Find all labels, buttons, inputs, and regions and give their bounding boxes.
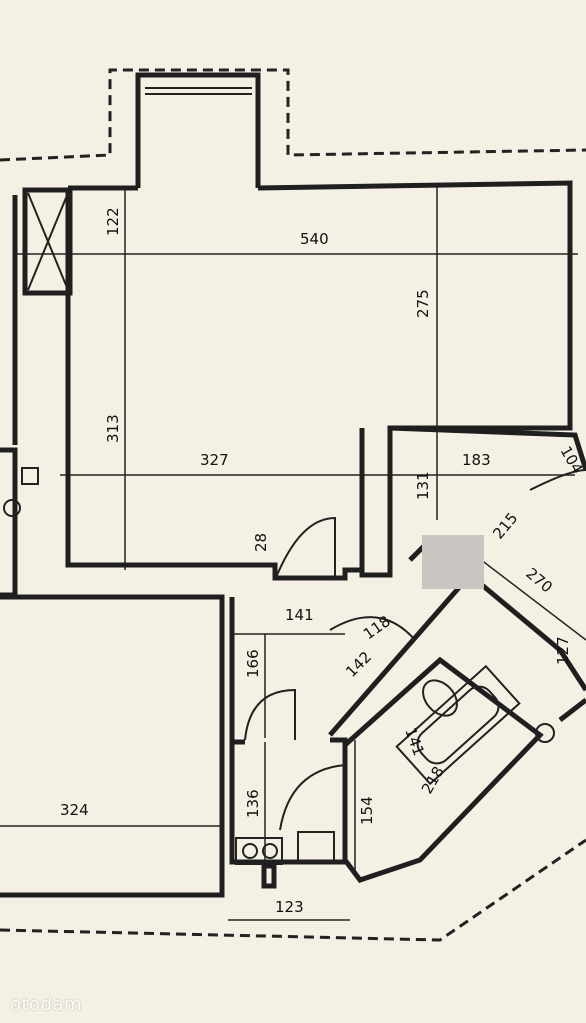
dim-label-275: 275 (414, 289, 432, 318)
sink-unit (235, 837, 283, 865)
dim-label-166: 166 (244, 649, 262, 678)
outer-boundary-bottom (0, 838, 586, 942)
door-arc-bath (279, 764, 346, 831)
toilet (422, 679, 458, 717)
shaft-cross-2 (27, 192, 69, 291)
dim-label-131: 131 (414, 471, 432, 500)
door-arc-lower (244, 688, 296, 741)
watermark-logo: otodam (10, 994, 83, 1015)
bathtub-inner (416, 685, 500, 765)
dim-label-327: 327 (200, 451, 229, 469)
dim-label-313: 313 (104, 414, 122, 443)
riser-circle-left (3, 499, 21, 517)
door-arc-hall (274, 516, 336, 581)
balcony (135, 72, 261, 188)
dim-label-28: 28 (252, 533, 270, 552)
bathtub (395, 664, 521, 786)
living-room-walls (65, 180, 573, 581)
hall-walls (229, 597, 348, 865)
riser-circle-right (535, 723, 555, 743)
dim-label-123: 123 (275, 898, 304, 916)
dim-label-324: 324 (60, 801, 89, 819)
right-room-walls (468, 573, 586, 722)
dim-label-136: 136 (244, 789, 262, 818)
dim-label-183: 183 (462, 451, 491, 469)
dim-label-127: 127 (554, 636, 572, 665)
dim-label-141-hall: 141 (285, 606, 314, 624)
pipe-box (261, 863, 277, 889)
sink-bowl-2 (262, 843, 278, 859)
dim-label-142: 142 (342, 648, 375, 681)
bottom-left-room-walls (0, 594, 225, 898)
shower-unit (297, 831, 335, 863)
riser-box-left (21, 467, 39, 485)
dim-label-540: 540 (300, 230, 329, 248)
sink-bowl-1 (242, 843, 258, 859)
door-arc-diagonal (329, 616, 416, 641)
door-arc-right (529, 469, 586, 491)
ventilation-shaft (22, 187, 73, 296)
dim-label-215: 215 (489, 509, 521, 543)
dim-label-218: 218 (418, 763, 448, 797)
dim-label-154: 154 (358, 796, 376, 825)
left-walls (0, 195, 18, 598)
outer-boundary-top (0, 68, 586, 162)
dim-label-122: 122 (104, 207, 122, 236)
redaction-box (422, 535, 484, 589)
dim-label-270: 270 (522, 564, 556, 596)
